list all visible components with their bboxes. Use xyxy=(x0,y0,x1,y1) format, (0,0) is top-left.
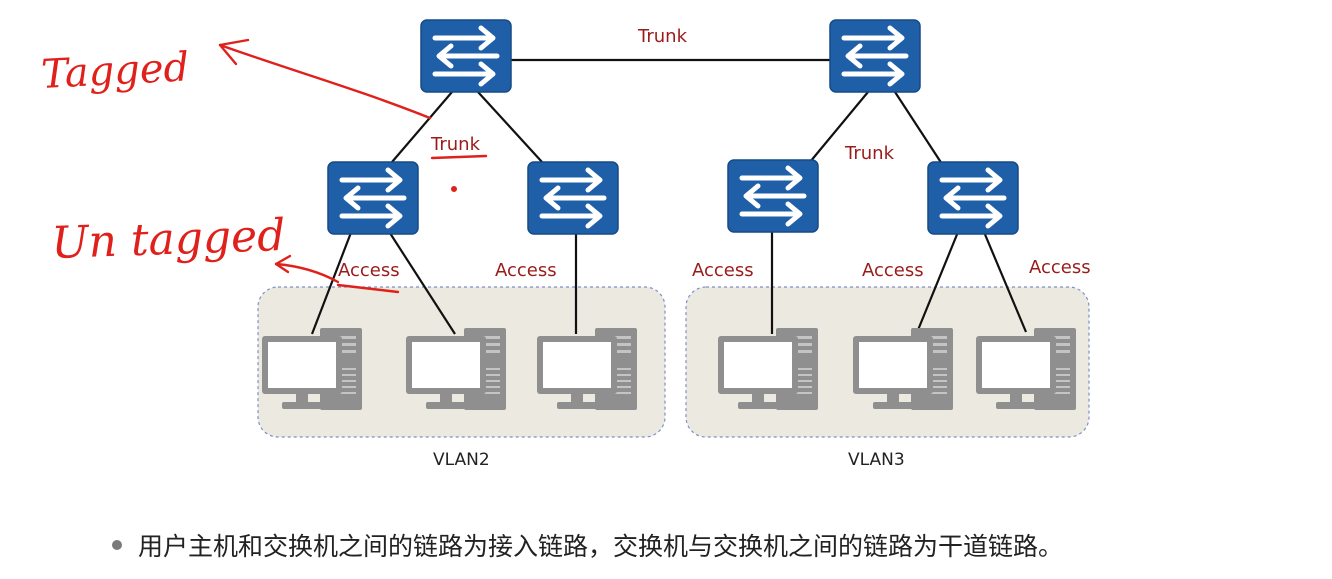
access-switch-2-icon xyxy=(528,162,618,234)
arrow-icon xyxy=(218,43,432,120)
access-switch-1-icon xyxy=(328,162,418,234)
trunk-link-right-a xyxy=(809,91,869,163)
core-switch-right-icon xyxy=(830,20,920,92)
access-label-5: Access xyxy=(1029,257,1091,278)
tagged-annotation: Tagged xyxy=(40,44,190,98)
trunk-link-right-b xyxy=(894,91,943,165)
trunk-label-top: Trunk xyxy=(637,26,688,47)
core-switch-left-icon xyxy=(421,20,511,92)
access-link-5 xyxy=(916,231,960,331)
vlan3-label: VLAN3 xyxy=(848,450,905,470)
links xyxy=(310,58,1028,335)
caption-line: 用户主机和交换机之间的链路为接入链路，交换机与交换机之间的链路为干道链路。 xyxy=(112,527,1063,563)
trunk-label-right: Trunk xyxy=(844,143,895,164)
vlan2-label: VLAN2 xyxy=(433,450,490,470)
access-label-1: Access xyxy=(338,260,400,281)
trunk-link-left-a xyxy=(391,91,453,163)
annotation-dot xyxy=(451,185,458,192)
access-switch-3-icon xyxy=(728,160,818,232)
trunk-link-left-b xyxy=(477,91,543,163)
access-link-1 xyxy=(310,229,354,335)
handwritten-annotations xyxy=(218,38,488,294)
access-label-4: Access xyxy=(862,260,924,281)
trunk-underline xyxy=(430,154,488,160)
untagged-annotation: Un tagged xyxy=(51,210,286,269)
caption-text: 用户主机和交换机之间的链路为接入链路，交换机与交换机之间的链路为干道链路。 xyxy=(138,532,1064,561)
trunk-label-left: Trunk xyxy=(430,134,481,155)
bullet-icon xyxy=(112,540,122,550)
arrow-icon xyxy=(274,262,340,284)
access-label-2: Access xyxy=(495,260,557,281)
access-switch-4-icon xyxy=(928,162,1018,234)
access-link-6 xyxy=(982,231,1028,333)
access-link-2 xyxy=(387,229,456,335)
access-label-3: Access xyxy=(692,260,754,281)
